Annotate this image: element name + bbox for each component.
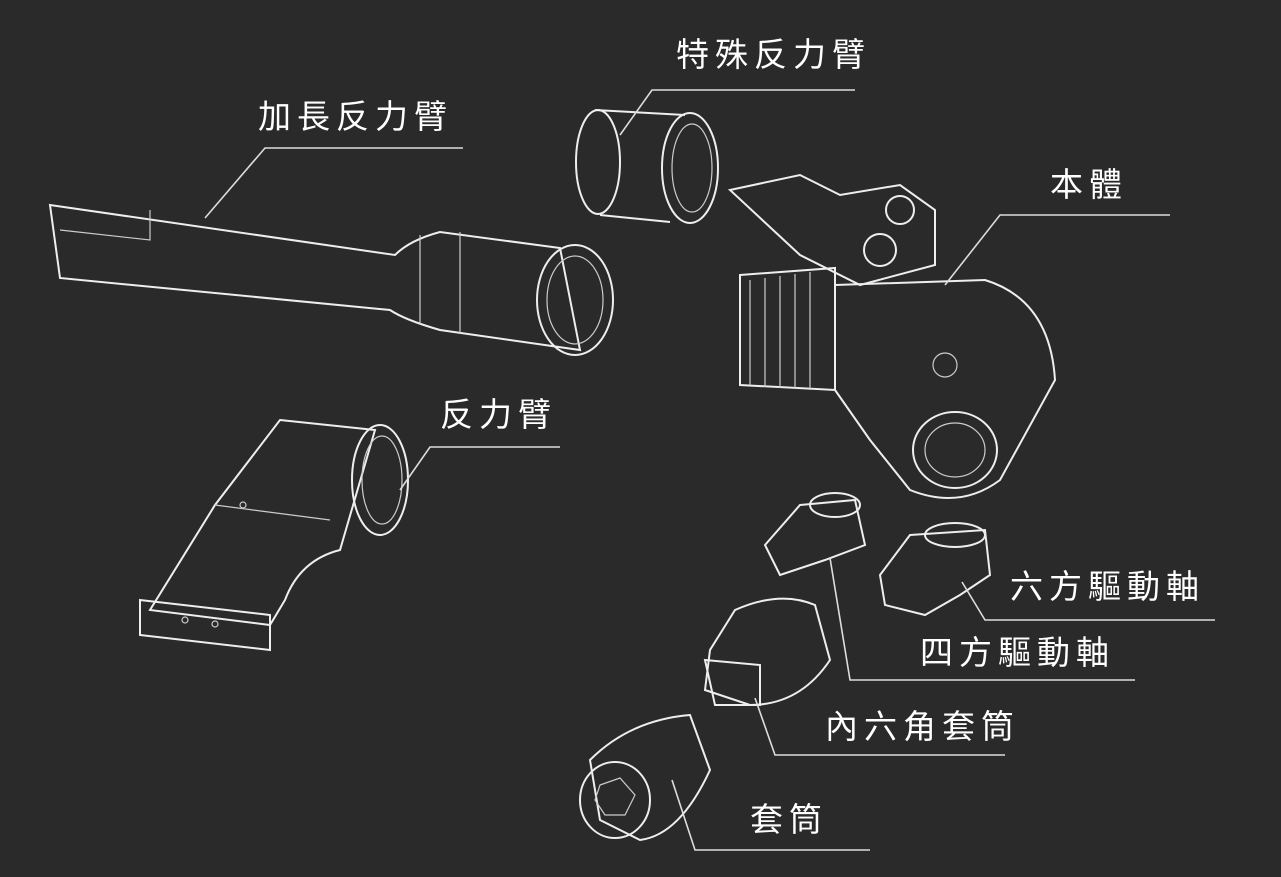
special-reaction-arm-drawing [575, 109, 719, 224]
label-hex-socket: 內六角套筒 [825, 707, 1020, 746]
reaction-arm-drawing [139, 418, 409, 652]
drive-shafts-drawing [763, 492, 992, 617]
label-square-drive-shaft: 四方驅動軸 [920, 633, 1115, 672]
label-extended-reaction-arm: 加長反力臂 [258, 97, 453, 136]
tool-body-drawing [727, 173, 1057, 499]
socket-drawing [579, 713, 712, 842]
label-reaction-arm: 反力臂 [440, 395, 557, 434]
label-socket: 套筒 [750, 800, 828, 839]
hex-socket-drawing [703, 597, 832, 707]
label-special-reaction-arm: 特殊反力臂 [676, 35, 871, 74]
extended-reaction-arm-drawing [48, 203, 614, 356]
label-body: 本體 [1050, 165, 1128, 204]
label-hex-drive-shaft: 六方驅動軸 [1010, 567, 1205, 606]
leader-lines [204, 89, 1215, 851]
